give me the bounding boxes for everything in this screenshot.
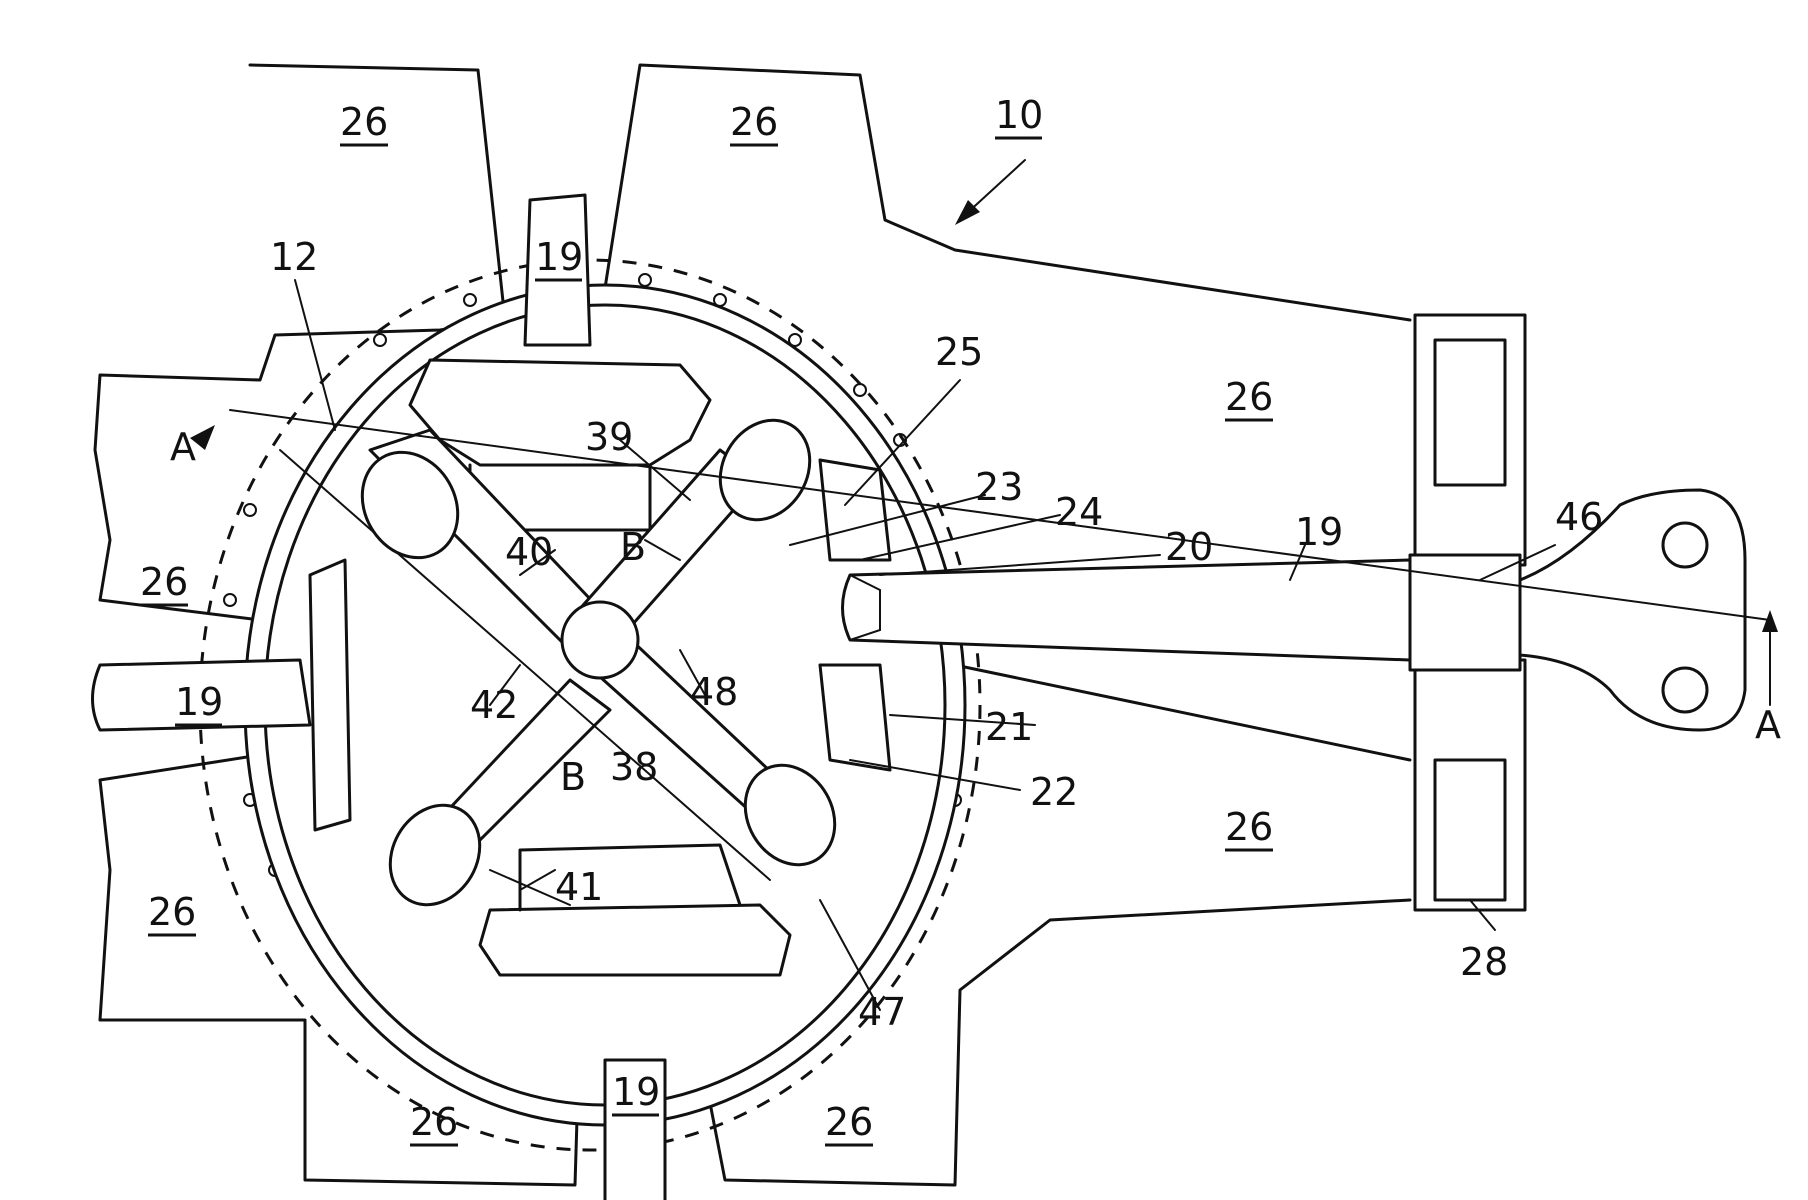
seal-lower [820, 665, 890, 770]
label-26-top-mid: 26 [730, 100, 778, 144]
label-b-lower: B [560, 755, 586, 799]
label-20: 20 [1165, 525, 1213, 569]
label-12: 12 [270, 235, 318, 279]
label-19-bottom: 19 [612, 1070, 660, 1114]
label-a-right: A [1755, 703, 1781, 747]
label-39: 39 [585, 415, 633, 459]
label-24: 24 [1055, 490, 1103, 534]
label-40: 40 [505, 530, 553, 574]
label-10: 10 [995, 93, 1043, 137]
label-23: 23 [975, 465, 1023, 509]
label-26-right-upper: 26 [1225, 375, 1273, 419]
label-19-left: 19 [175, 680, 223, 724]
label-22: 22 [1030, 770, 1078, 814]
label-42: 42 [470, 683, 518, 727]
label-38: 38 [610, 745, 658, 789]
crank-end [1520, 490, 1745, 730]
coupling-wheel [1410, 315, 1525, 910]
bearing-top [410, 360, 710, 465]
seal-upper [820, 460, 890, 560]
label-26-top-left: 26 [340, 100, 388, 144]
label-28: 28 [1460, 940, 1508, 984]
label-48: 48 [690, 670, 738, 714]
label-47: 47 [858, 990, 906, 1034]
label-26-right-lower: 26 [1225, 805, 1273, 849]
label-41: 41 [555, 865, 603, 909]
label-26-bottom-mid: 26 [410, 1100, 458, 1144]
label-25: 25 [935, 330, 983, 374]
label-21: 21 [985, 705, 1033, 749]
label-46: 46 [1555, 495, 1603, 539]
label-26-bottom-left: 26 [148, 890, 196, 934]
bearing-bottom [480, 905, 790, 975]
label-26-bottom-right: 26 [825, 1100, 873, 1144]
label-19-right: 19 [1295, 510, 1343, 554]
left-plate [310, 560, 350, 830]
coupling-upper [1415, 315, 1525, 565]
label-26-left: 26 [140, 560, 188, 604]
label-a-left: A [170, 425, 196, 469]
spider-center [562, 602, 638, 678]
label-19-top: 19 [535, 235, 583, 279]
label-b-upper: B [620, 525, 646, 569]
coupling-lower [1415, 660, 1525, 910]
